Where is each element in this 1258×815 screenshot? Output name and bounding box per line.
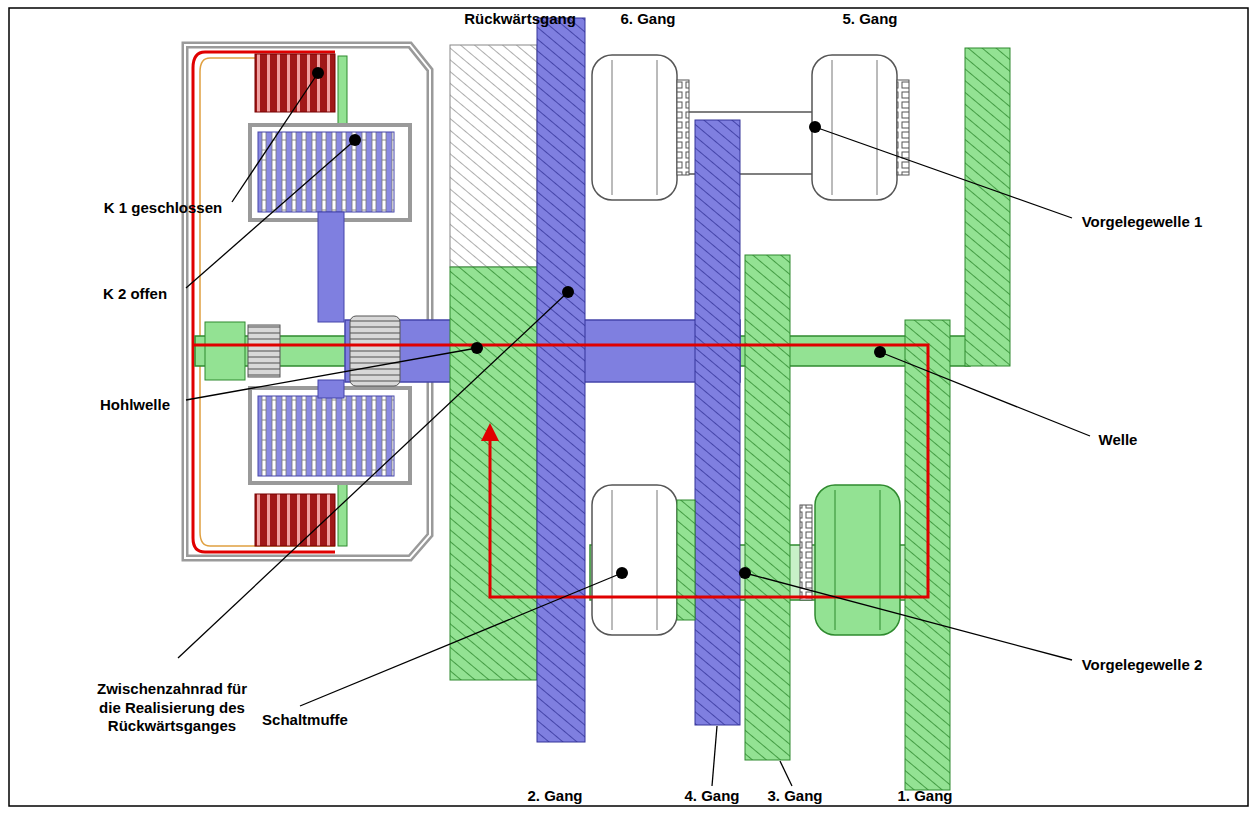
leader-dots <box>312 67 886 579</box>
power-flow-line <box>193 345 928 597</box>
part-label: Vorgelegewelle 2 <box>1082 656 1203 675</box>
clutch-housing <box>185 45 430 558</box>
clutch-k2 <box>250 125 410 483</box>
gear-label: 3. Gang <box>767 787 822 806</box>
part-label: Schaltmuffe <box>262 711 348 730</box>
part-label: K 2 offen <box>103 285 167 304</box>
gear-label: 5. Gang <box>842 10 897 29</box>
gears <box>450 18 1010 790</box>
gear-label: 6. Gang <box>620 10 675 29</box>
gear-label: 4. Gang <box>684 787 739 806</box>
part-label: Hohlwelle <box>100 396 170 415</box>
gear-label: 1. Gang <box>897 787 952 806</box>
gear-label: Rückwärtsgang <box>464 10 576 29</box>
part-label: Zwischenzahnrad für die Realisierung des… <box>90 680 255 736</box>
part-label: Welle <box>1099 431 1138 450</box>
part-label: Vorgelegewelle 1 <box>1082 213 1203 232</box>
frame <box>9 8 1248 806</box>
gear-label: 2. Gang <box>527 787 582 806</box>
part-label: K 1 geschlossen <box>104 199 222 218</box>
leader-lines <box>178 73 1090 786</box>
